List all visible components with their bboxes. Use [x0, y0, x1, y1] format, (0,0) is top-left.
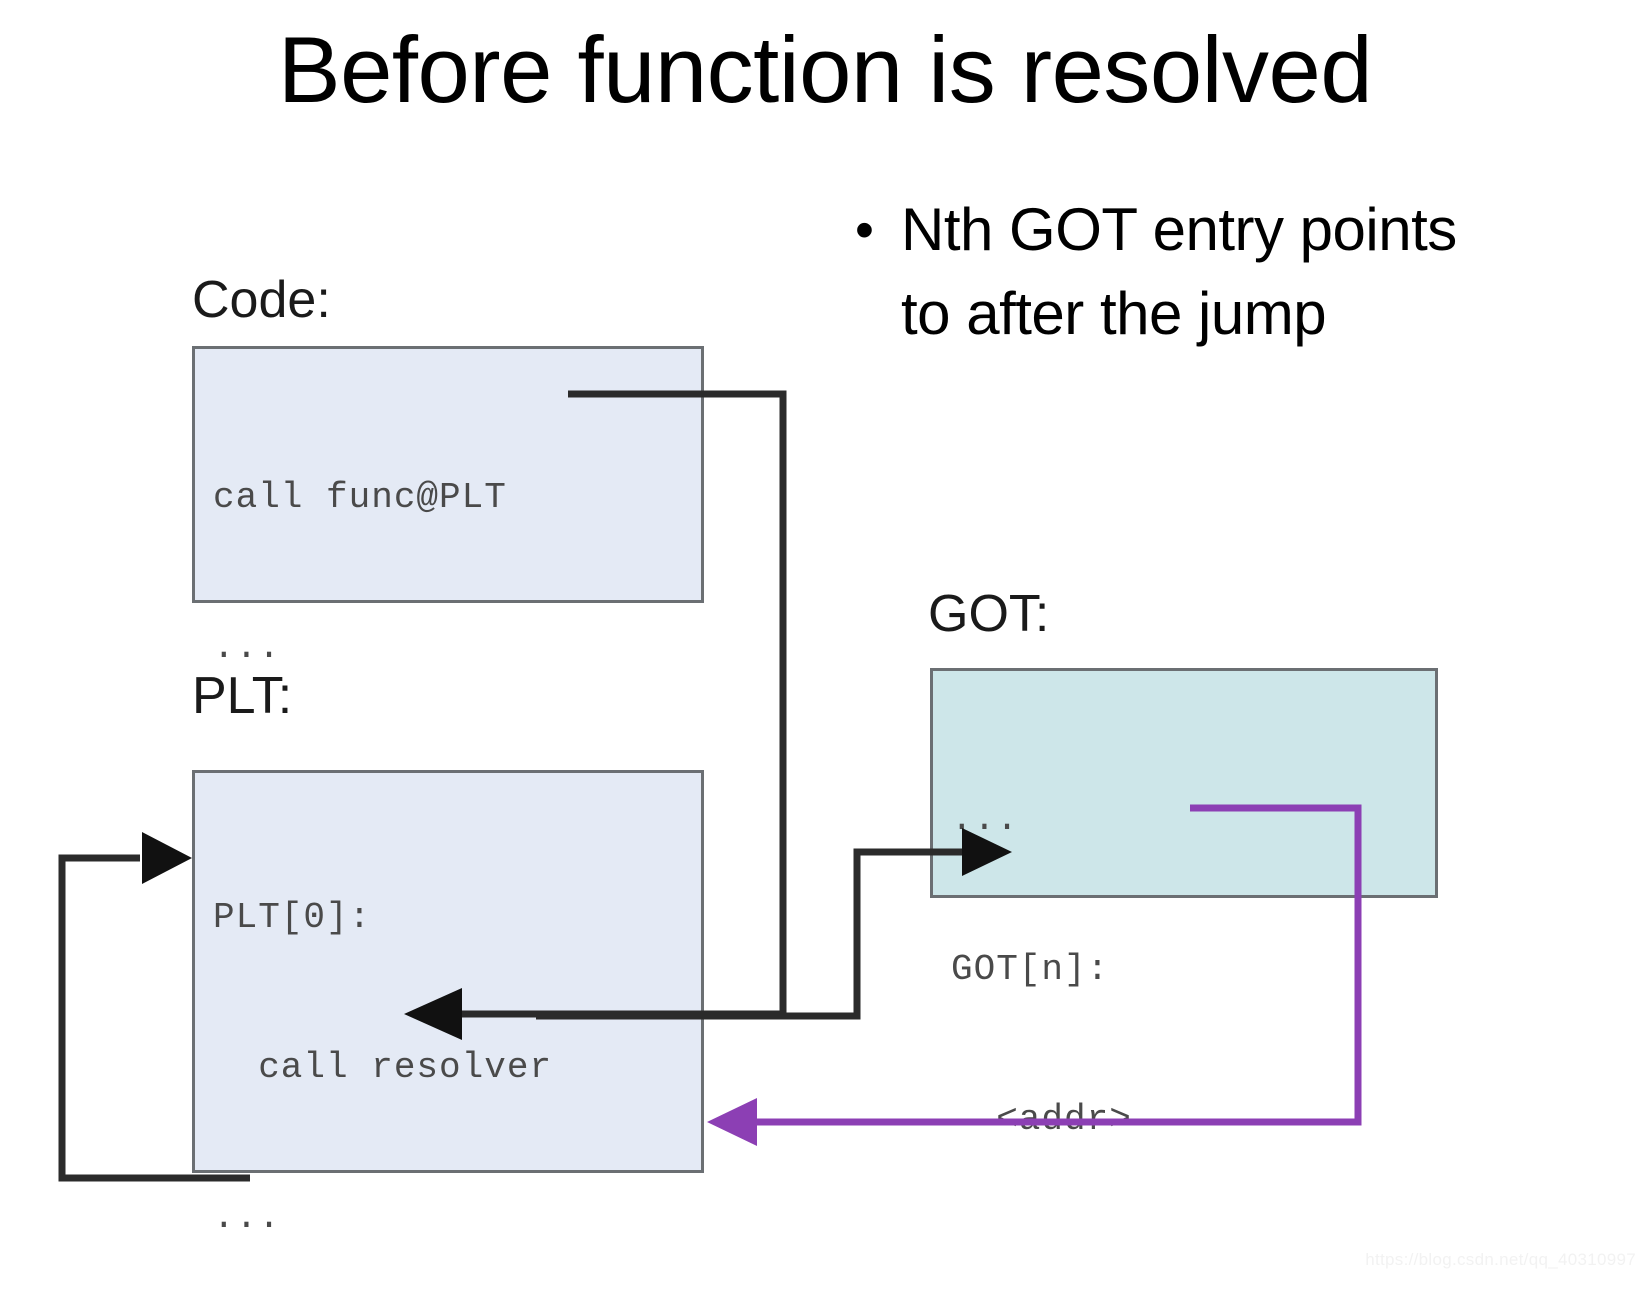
got-segment-box: ... GOT[n]: <addr>: [930, 668, 1438, 1140]
watermark-text: https://blog.csdn.net/qq_40310997: [1365, 1250, 1636, 1269]
bullet-list: • Nth GOT entry points to after the jump: [845, 188, 1505, 356]
plt-line-ellipsis: ...: [213, 1197, 281, 1238]
got-line-addr: <addr>: [951, 1099, 1132, 1140]
got-section-label: GOT:: [928, 585, 1050, 643]
plt-segment-box: PLT[0]: call resolver ... PLT[n]: jmp *G…: [192, 770, 704, 1238]
code-segment-box: call func@PLT ... ...: [192, 346, 704, 818]
page-title: Before function is resolved: [277, 17, 1373, 122]
got-line-ellipsis: ...: [951, 799, 1019, 840]
code-line: call func@PLT: [213, 477, 507, 518]
code-line: ...: [213, 627, 281, 668]
plt-section-label: PLT:: [192, 667, 293, 725]
plt-line-plt0-label: PLT[0]:: [213, 897, 372, 938]
code-section-label: Code:: [192, 271, 331, 329]
list-item: • Nth GOT entry points to after the jump: [845, 188, 1505, 356]
bullet-text: Nth GOT entry points to after the jump: [901, 196, 1457, 347]
plt-line-call-resolver: call resolver: [213, 1047, 553, 1088]
bullet-point-icon: •: [855, 200, 874, 260]
got-line-gotn-label: GOT[n]:: [951, 949, 1110, 990]
